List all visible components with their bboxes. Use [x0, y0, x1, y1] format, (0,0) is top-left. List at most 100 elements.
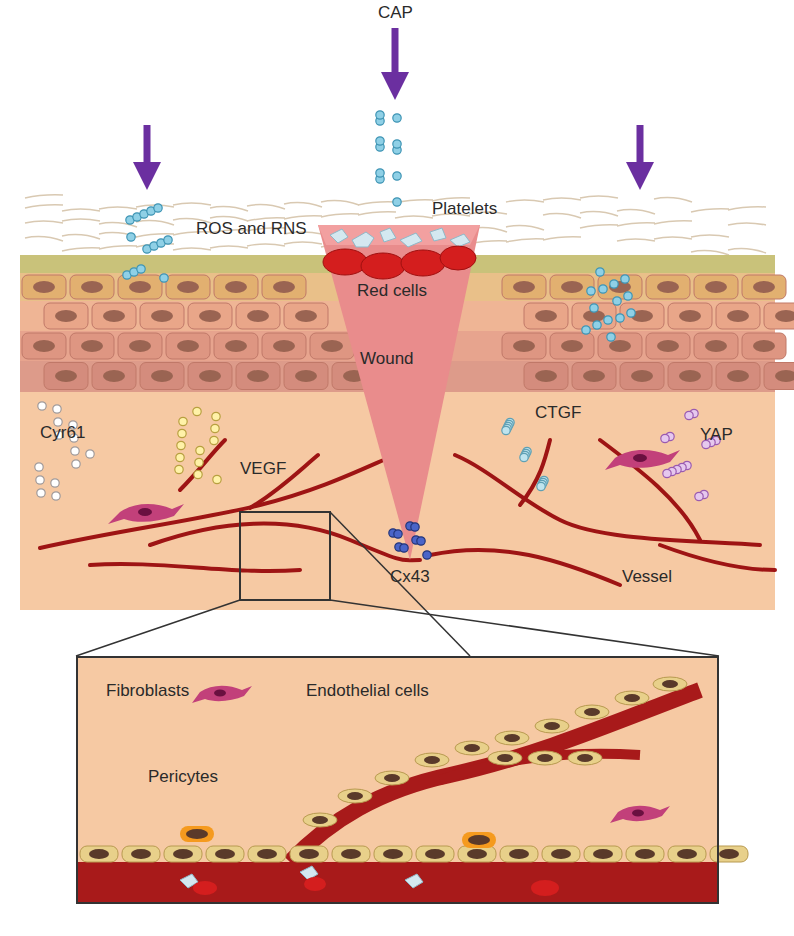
- endothelial-cell: [375, 771, 409, 785]
- nucleus: [341, 849, 361, 859]
- endothelial-cell: [80, 846, 118, 862]
- nucleus: [199, 310, 221, 322]
- nucleus: [775, 370, 794, 382]
- nucleus: [705, 340, 727, 352]
- nucleus: [537, 754, 553, 762]
- nucleus: [33, 340, 55, 352]
- fiber: [62, 209, 100, 211]
- molecule-dot: [520, 453, 528, 461]
- molecule-dot: [154, 204, 162, 212]
- fiber: [99, 207, 137, 209]
- inset-ground: [76, 656, 719, 904]
- fibroblast: [192, 686, 670, 823]
- molecule-dot: [393, 114, 401, 122]
- nucleus: [151, 310, 173, 322]
- molecule-dot: [71, 447, 79, 455]
- endothelial-cell: [668, 846, 706, 862]
- endothelial-cell: [500, 846, 538, 862]
- nucleus: [129, 340, 151, 352]
- nucleus: [775, 310, 794, 322]
- molecule-dot: [393, 140, 401, 148]
- fiber: [210, 207, 248, 211]
- fiber: [617, 223, 655, 226]
- nucleus: [504, 734, 520, 742]
- cell: [166, 333, 210, 359]
- protein-label: Cyr61: [40, 424, 85, 443]
- nucleus: [535, 370, 557, 382]
- nucleus: [81, 281, 103, 293]
- molecule-dot: [685, 411, 693, 419]
- molecule-dot: [179, 417, 187, 425]
- inset-vessel: [76, 862, 719, 904]
- nucleus: [551, 849, 571, 859]
- endothelial-cell: [248, 846, 286, 862]
- molecule-dot: [376, 111, 384, 119]
- cell: [598, 275, 642, 299]
- molecule-dot: [587, 287, 595, 295]
- cell: [214, 333, 258, 359]
- cell: [118, 333, 162, 359]
- cell: [140, 363, 184, 390]
- nucleus: [727, 370, 749, 382]
- nucleus: [662, 680, 678, 688]
- fiber: [25, 221, 63, 223]
- endothelial-cell: [653, 677, 687, 691]
- endothelial-cell: [535, 719, 569, 733]
- fiber: [173, 203, 211, 205]
- nucleus: [247, 310, 269, 322]
- cell: [44, 363, 88, 390]
- nucleus: [464, 744, 480, 752]
- molecule-dot: [607, 333, 615, 341]
- nucleus: [753, 340, 775, 352]
- molecule-dot: [52, 492, 60, 500]
- molecule-dot: [72, 460, 80, 468]
- fiber: [358, 202, 396, 205]
- fiber: [25, 195, 63, 198]
- cell: [188, 363, 232, 390]
- molecule-dot: [196, 446, 204, 454]
- nucleus: [657, 340, 679, 352]
- zoom-line: [76, 600, 240, 656]
- nucleus: [679, 370, 701, 382]
- nucleus: [609, 340, 631, 352]
- endothelial-cell: [584, 846, 622, 862]
- endothelial-cell: [303, 813, 337, 827]
- cell: [620, 303, 664, 329]
- molecule-dot: [127, 233, 135, 241]
- nucleus: [425, 849, 445, 859]
- nucleus: [215, 849, 235, 859]
- fiber: [284, 242, 322, 244]
- fiber: [506, 239, 544, 242]
- nucleus: [677, 849, 697, 859]
- molecule-dot: [213, 475, 221, 483]
- cell-label: Endothelial cells: [306, 682, 429, 701]
- endothelial-cell: [495, 731, 529, 745]
- molecule-dot: [394, 530, 402, 538]
- cell: [572, 363, 616, 390]
- inset-red-cells: [193, 877, 559, 896]
- cell: [262, 275, 306, 299]
- cell: [188, 303, 232, 329]
- nucleus: [321, 340, 343, 352]
- inset-platelets: [180, 866, 423, 888]
- fiber: [728, 249, 766, 253]
- molecule-dot: [38, 402, 46, 410]
- fiber: [321, 214, 359, 217]
- fiber: [728, 207, 766, 210]
- fiber: [654, 198, 692, 202]
- inset-branch: [440, 754, 640, 780]
- molecule-dot: [137, 265, 145, 273]
- cell: [694, 333, 738, 359]
- cell: [598, 333, 642, 359]
- endothelial-cell: [615, 691, 649, 705]
- cell: [764, 363, 794, 390]
- treatment-label: CAP: [378, 4, 413, 23]
- fiber: [580, 212, 618, 216]
- red-cells: [323, 246, 476, 279]
- endothelial-cell: [542, 846, 580, 862]
- fiber: [617, 210, 655, 214]
- molecule-dot: [176, 453, 184, 461]
- fiber: [543, 214, 581, 218]
- nucleus: [561, 281, 583, 293]
- molecule-dot: [36, 476, 44, 484]
